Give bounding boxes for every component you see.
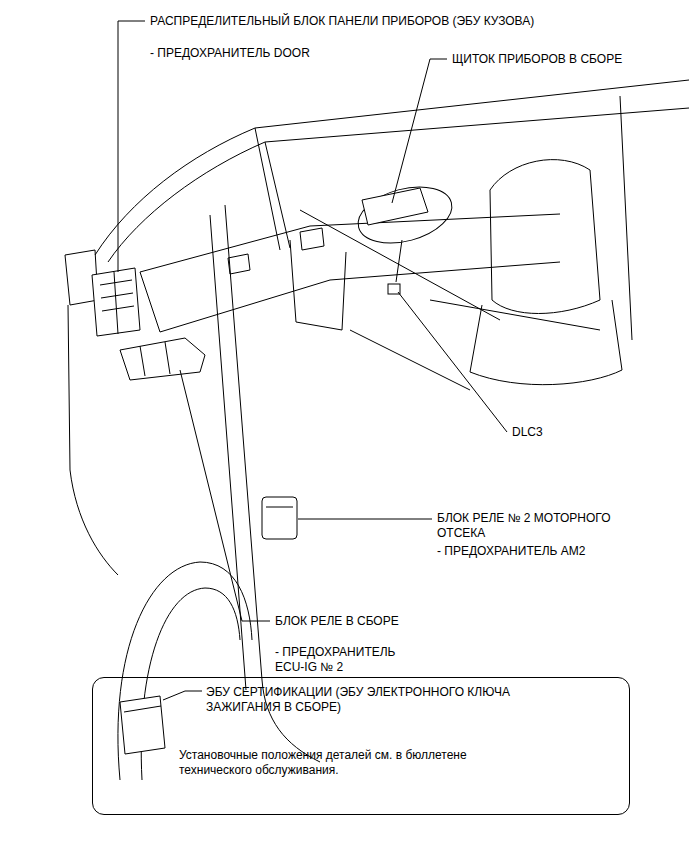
seat-cushion [470, 300, 622, 385]
fuse-name: - ПРЕДОХРАНИТЕЛЬ AM2 [437, 544, 585, 559]
ecu-icon [120, 696, 165, 754]
seat-back [490, 160, 600, 314]
roof-line [95, 80, 689, 255]
note-box: ЭБУ СЕРТИФИКАЦИИ (ЭБУ ЭЛЕКТРОННОГО КЛЮЧА… [92, 677, 630, 815]
belt-line [430, 300, 600, 330]
note-text: Установочные положения деталей см. в бюл… [179, 748, 524, 778]
vehicle-body [65, 80, 689, 780]
steering-wheel [352, 177, 458, 252]
fuse-name: - ПРЕДОХРАНИТЕЛЬ DOOR [150, 46, 310, 61]
connector-name: DLC3 [512, 425, 543, 440]
b-pillar [620, 96, 632, 340]
relay-block-detail [140, 342, 170, 376]
door-frame [225, 205, 320, 762]
dashboard [140, 272, 160, 332]
vent [300, 228, 324, 250]
belt-line [300, 210, 500, 320]
part-name: ЭБУ СЕРТИФИКАЦИИ (ЭБУ ЭЛЕКТРОННОГО КЛЮЧА… [206, 685, 566, 715]
roof-line [108, 108, 689, 262]
relay-block [120, 338, 205, 380]
leader-line [163, 691, 202, 700]
leader-line [392, 59, 447, 203]
leader-line [180, 370, 270, 621]
dashboard [160, 262, 560, 332]
floor-line [350, 330, 470, 390]
part-name: ЩИТОК ПРИБОРОВ В СБОРЕ [452, 52, 622, 67]
center-console [290, 240, 346, 330]
fuse-block [92, 268, 140, 336]
steering-column [396, 240, 402, 282]
vent [228, 254, 250, 274]
part-name: БЛОК РЕЛЕ В СБОРЕ [275, 614, 399, 629]
ecu-icon-detail [124, 706, 161, 712]
part-name: БЛОК РЕЛЕ № 2 МОТОРНОГО ОТСЕКА [437, 511, 647, 541]
engine-relay-detail [266, 507, 293, 508]
leader-lines [118, 21, 507, 700]
fuse-block-detail [100, 272, 134, 334]
body-side [68, 305, 118, 575]
wheel-arch [118, 562, 252, 780]
leader-line [298, 519, 432, 520]
door-frame [210, 215, 246, 690]
leader-line [118, 21, 145, 272]
fuse-name: - ПРЕДОХРАНИТЕЛЬ ECU-IG № 2 [275, 645, 425, 675]
components [92, 188, 428, 754]
dashboard [140, 214, 560, 272]
leader-line [398, 292, 507, 432]
engine-relay-block [262, 497, 297, 539]
part-name: РАСПРЕДЕЛИТЕЛЬНЫЙ БЛОК ПАНЕЛИ ПРИБОРОВ (… [150, 14, 534, 29]
